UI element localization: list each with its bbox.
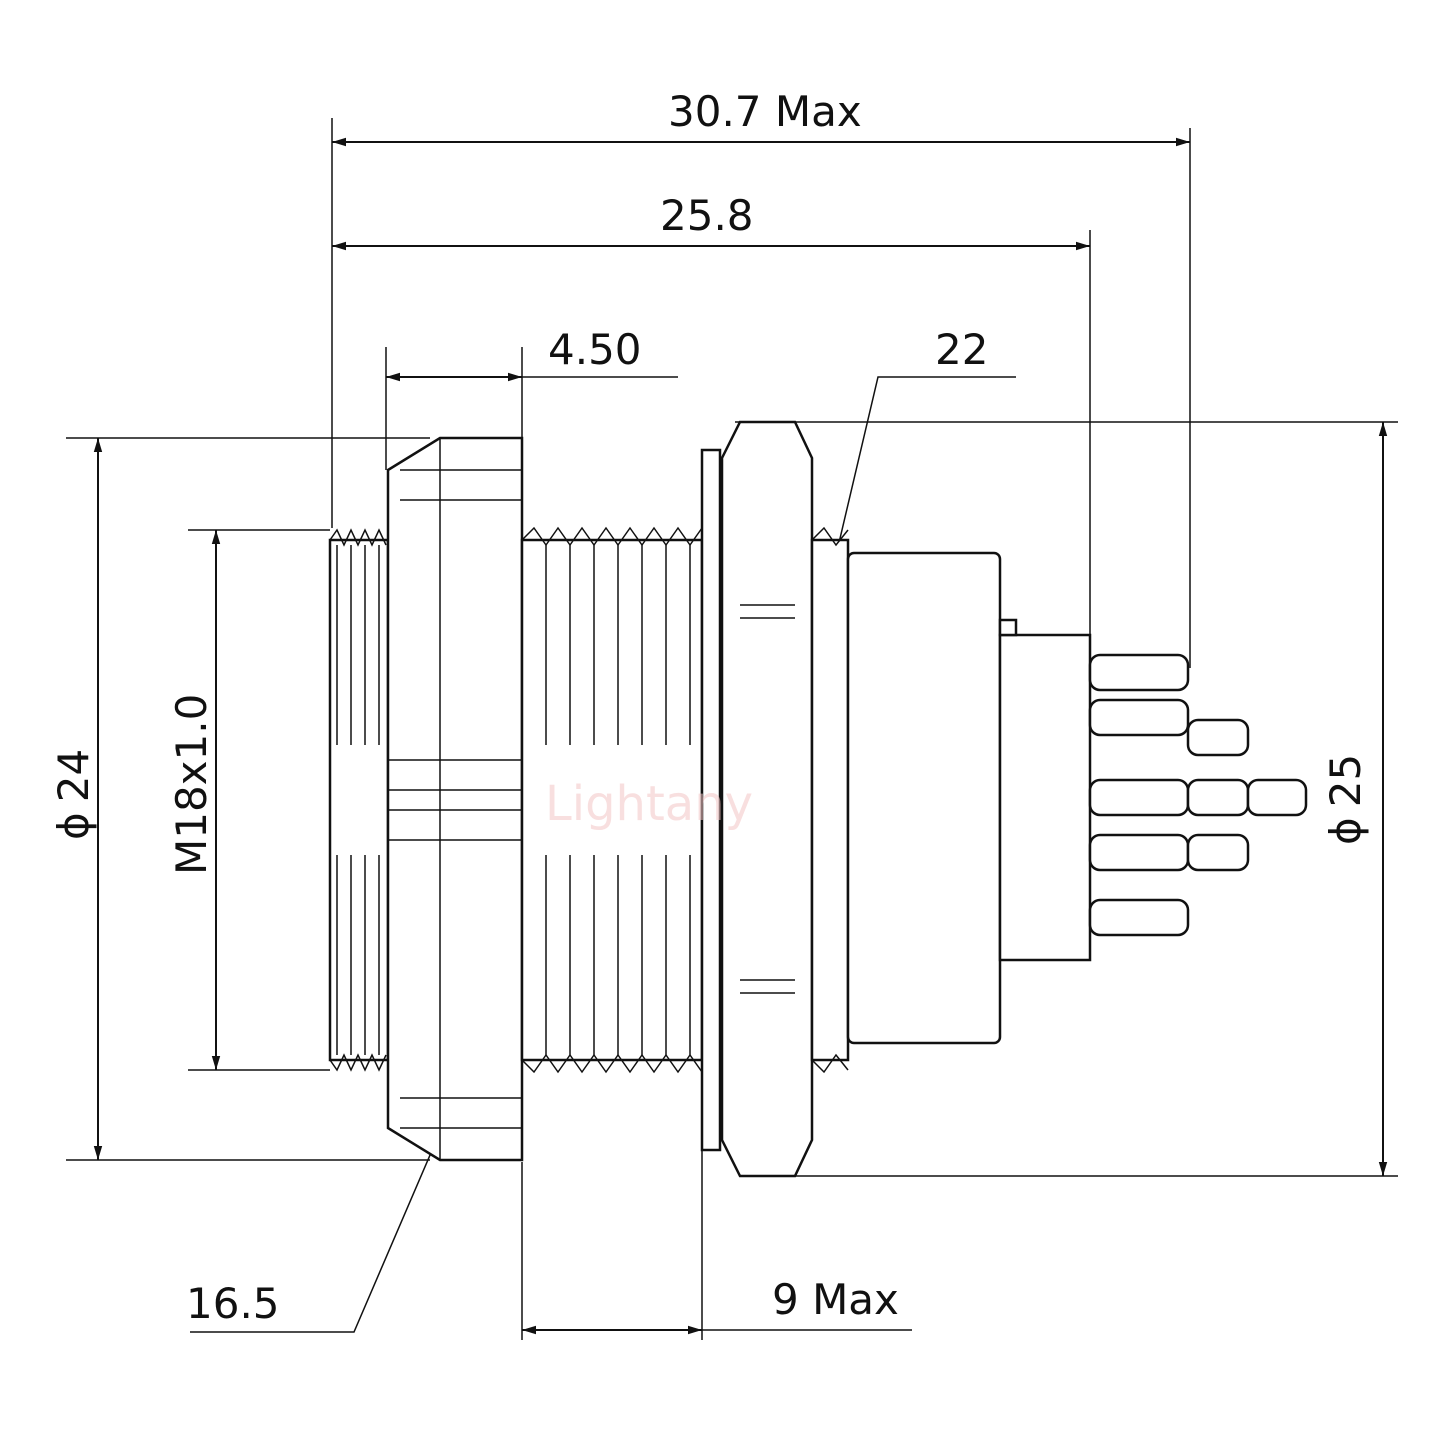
dim-panel-thickness-label: 9 Max bbox=[772, 1275, 899, 1324]
dim-flange-dia-label: 24 bbox=[49, 749, 98, 802]
front-thread bbox=[329, 528, 387, 1072]
solder-pins bbox=[1088, 653, 1308, 937]
dim-body-length-label: 25.8 bbox=[660, 191, 754, 240]
hex-nut bbox=[720, 420, 814, 1178]
panel-washer bbox=[700, 448, 722, 1152]
dim-nut-dia-label: 25 bbox=[1321, 754, 1370, 807]
dim-panel-cutout-label: 16.5 bbox=[186, 1279, 280, 1328]
dim-overall-length-label: 30.7 Max bbox=[668, 87, 862, 136]
extension-lines bbox=[66, 118, 1398, 1340]
connector-body bbox=[328, 420, 1308, 1178]
rear-thread bbox=[521, 526, 703, 1074]
dim-flange-width-label: 4.50 bbox=[548, 325, 642, 374]
dim-hex-nut-label: 22 bbox=[935, 325, 988, 374]
watermark: Lightany bbox=[545, 776, 753, 832]
flange bbox=[386, 436, 524, 1162]
dim-thread-label: M18x1.0 bbox=[167, 694, 216, 875]
svg-text:ϕ25: ϕ 25 bbox=[1321, 754, 1370, 845]
dim-thread: M18x1.0 bbox=[167, 694, 216, 875]
diameter-symbol: ϕ bbox=[49, 812, 98, 840]
rear-body bbox=[846, 551, 1002, 1045]
svg-text:ϕ24: ϕ 24 bbox=[49, 749, 98, 840]
dim-nut-dia: ϕ 25 bbox=[1321, 754, 1370, 845]
dim-flange-dia: ϕ 24 bbox=[49, 749, 98, 840]
diameter-symbol: ϕ bbox=[1321, 817, 1370, 845]
